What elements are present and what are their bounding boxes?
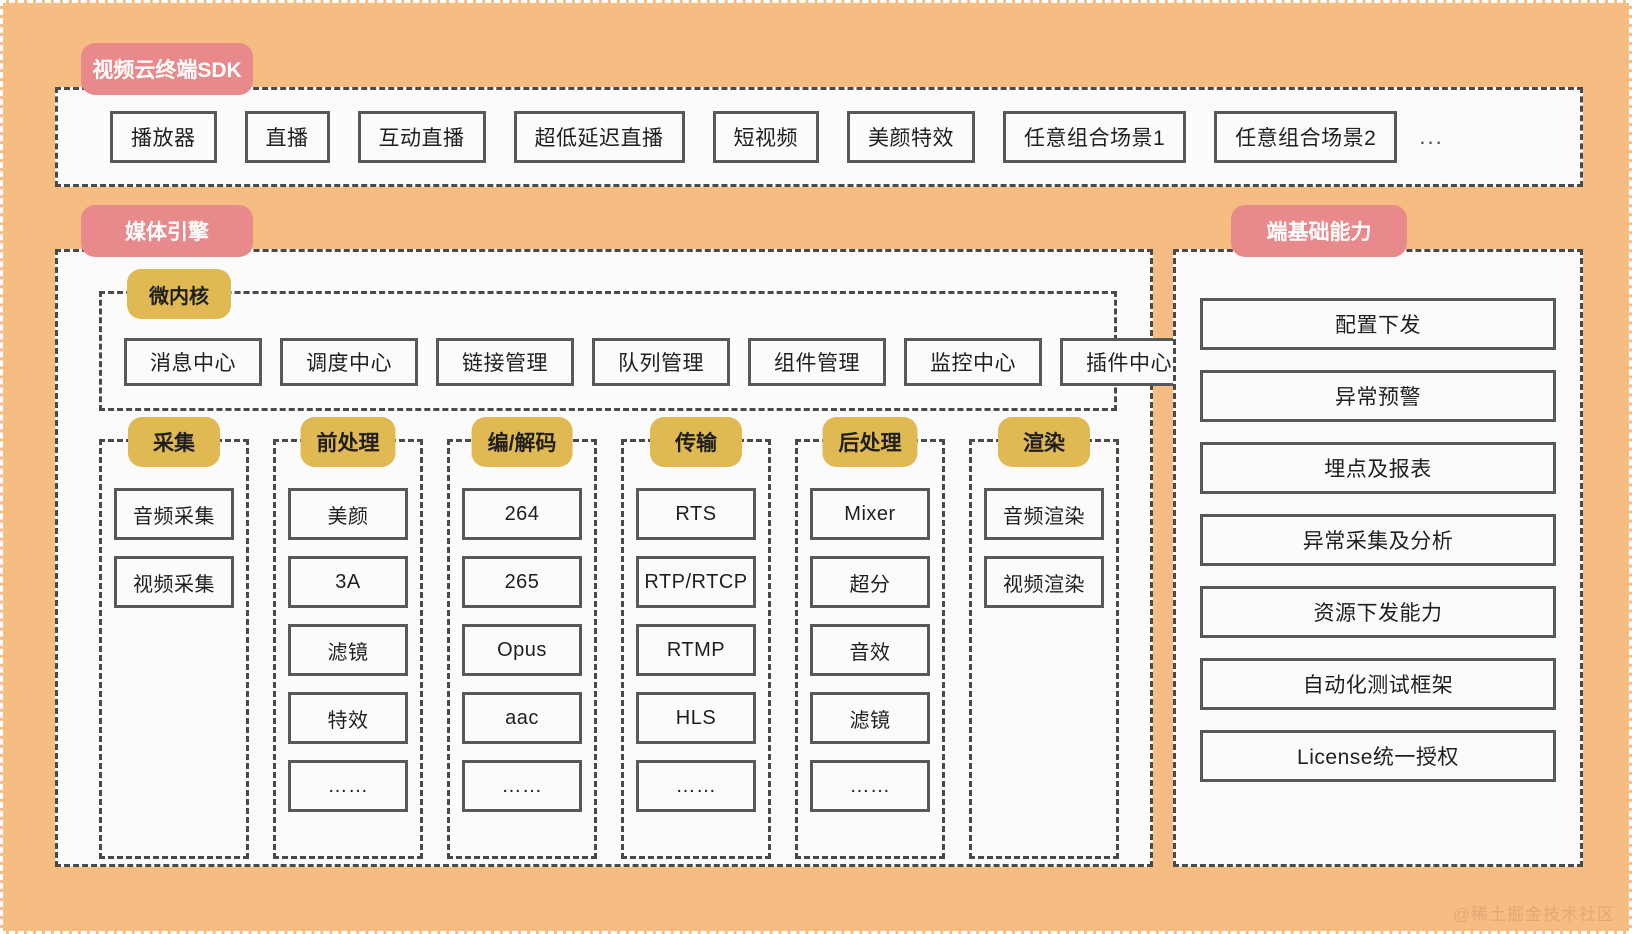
microkernel-item[interactable]: 调度中心 — [280, 338, 418, 386]
pipeline-item[interactable]: …… — [288, 760, 408, 812]
sdk-ellipsis: ... — [1419, 124, 1444, 149]
microkernel-item[interactable]: 监控中心 — [904, 338, 1042, 386]
pipeline-column-badge: 渲染 — [998, 417, 1090, 467]
device-base-capability-panel: 配置下发异常预警埋点及报表异常采集及分析资源下发能力自动化测试框架 License… — [1173, 249, 1583, 867]
sdk-item[interactable]: 超低延迟直播 — [513, 111, 685, 163]
pipeline-item[interactable]: 265 — [462, 556, 582, 608]
microkernel-item[interactable]: 链接管理 — [436, 338, 574, 386]
media-engine-section-badge: 媒体引擎 — [81, 205, 253, 257]
sdk-item[interactable]: 任意组合场景1 — [1003, 111, 1187, 163]
pipeline-column-badge: 采集 — [128, 417, 220, 467]
pipeline-column: 前处理美颜 3A 滤镜特效 …… — [273, 417, 423, 859]
base-capability-item[interactable]: 配置下发 — [1200, 298, 1556, 350]
pipeline-column: 采集音频采集视频采集 — [99, 417, 249, 859]
sdk-section-panel: 播放器直播互动直播超低延迟直播短视频美颜特效任意组合场景1 任意组合场景2 ... — [55, 87, 1583, 187]
pipeline-column-badge: 传输 — [650, 417, 742, 467]
base-capability-item[interactable]: 埋点及报表 — [1200, 442, 1556, 494]
pipeline-item[interactable]: 美颜 — [288, 488, 408, 540]
pipeline-item[interactable]: …… — [636, 760, 756, 812]
pipeline-item[interactable]: 音频采集 — [114, 488, 234, 540]
microkernel-item[interactable]: 消息中心 — [124, 338, 262, 386]
pipeline-item[interactable]: RTP/RTCP — [636, 556, 756, 608]
pipeline-column-badge: 编/解码 — [471, 417, 573, 467]
sdk-item[interactable]: 短视频 — [712, 111, 819, 163]
sdk-item[interactable]: 美颜特效 — [847, 111, 975, 163]
sdk-item[interactable]: 播放器 — [110, 111, 217, 163]
pipeline-item[interactable]: 滤镜 — [288, 624, 408, 676]
pipeline-item[interactable]: aac — [462, 692, 582, 744]
pipeline-column-badge: 前处理 — [300, 417, 396, 467]
pipeline-item[interactable]: HLS — [636, 692, 756, 744]
pipeline-item[interactable]: RTS — [636, 488, 756, 540]
pipeline-item[interactable]: 特效 — [288, 692, 408, 744]
pipeline-item[interactable]: …… — [462, 760, 582, 812]
microkernel-item-list: 消息中心调度中心链接管理队列管理组件管理监控中心插件中心 — [124, 338, 1198, 386]
pipeline-column: 渲染音频渲染视频渲染 — [969, 417, 1119, 859]
base-capability-item[interactable]: License统一授权 — [1200, 730, 1556, 782]
device-base-capability-badge: 端基础能力 — [1231, 205, 1407, 257]
base-capability-item[interactable]: 异常采集及分析 — [1200, 514, 1556, 566]
sdk-item[interactable]: 互动直播 — [357, 111, 486, 163]
pipeline-item[interactable]: 3A — [288, 556, 408, 608]
pipeline-item[interactable]: RTMP — [636, 624, 756, 676]
microkernel-panel: 消息中心调度中心链接管理队列管理组件管理监控中心插件中心 — [99, 291, 1198, 411]
pipeline-item[interactable]: 视频渲染 — [984, 556, 1104, 608]
watermark-text: @稀土掘金技术社区 — [1452, 905, 1615, 924]
pipeline-item[interactable]: 视频采集 — [114, 556, 234, 608]
pipeline-column-badge: 后处理 — [822, 417, 918, 467]
pipeline-column: 传输 RTS RTP/RTCP RTMP HLS …… — [621, 417, 771, 859]
pipeline-item[interactable]: Mixer — [810, 488, 930, 540]
base-capability-item[interactable]: 异常预警 — [1200, 370, 1556, 422]
sdk-item[interactable]: 任意组合场景2 — [1214, 111, 1398, 163]
sdk-item-list: 播放器直播互动直播超低延迟直播短视频美颜特效任意组合场景1 任意组合场景2 — [110, 111, 1398, 163]
pipeline-item[interactable]: 音效 — [810, 624, 930, 676]
pipeline-item[interactable]: 超分 — [810, 556, 930, 608]
pipeline-item[interactable]: 滤镜 — [810, 692, 930, 744]
pipeline-item[interactable]: 264 — [462, 488, 582, 540]
microkernel-badge: 微内核 — [127, 269, 231, 319]
pipeline-item[interactable]: Opus — [462, 624, 582, 676]
microkernel-item[interactable]: 队列管理 — [592, 338, 730, 386]
pipeline-item[interactable]: 音频渲染 — [984, 488, 1104, 540]
microkernel-item[interactable]: 组件管理 — [748, 338, 886, 386]
sdk-item[interactable]: 直播 — [244, 111, 330, 163]
sdk-section-badge: 视频云终端SDK — [81, 43, 253, 95]
base-capability-item[interactable]: 自动化测试框架 — [1200, 658, 1556, 710]
pipeline-column: 后处理 Mixer 超分音效滤镜 …… — [795, 417, 945, 859]
pipeline-item[interactable]: …… — [810, 760, 930, 812]
base-capability-item[interactable]: 资源下发能力 — [1200, 586, 1556, 638]
